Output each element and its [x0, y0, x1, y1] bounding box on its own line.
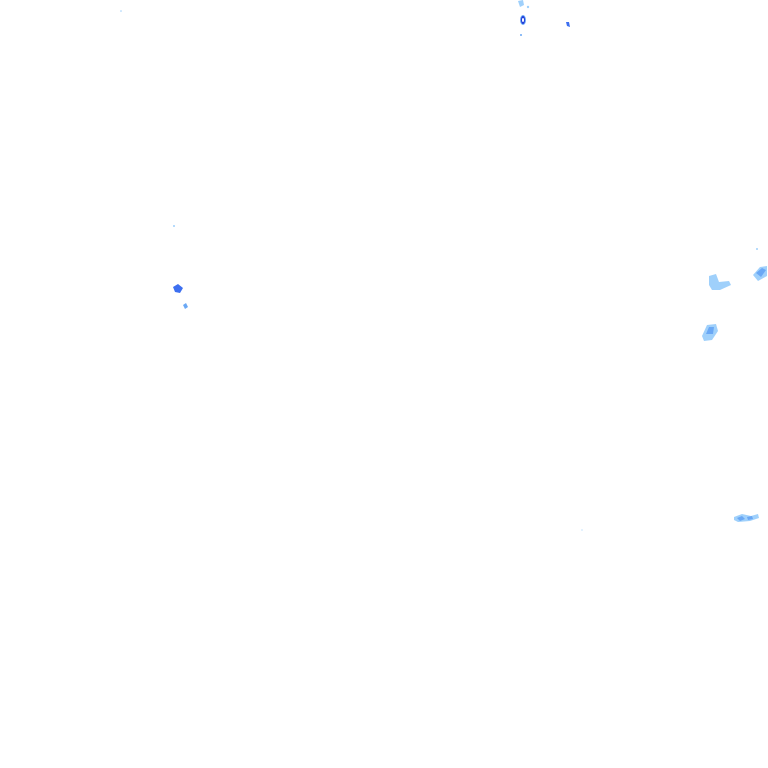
echo-cluster-right	[581, 248, 767, 531]
echo-cell	[522, 18, 524, 22]
echo-cluster-left	[173, 225, 188, 309]
echo-cell	[709, 274, 731, 290]
echo-cell	[756, 268, 766, 277]
echo-cell	[581, 529, 583, 531]
echo-cell	[747, 516, 753, 520]
echo-cell	[183, 303, 188, 309]
echo-cell	[518, 0, 524, 7]
echo-cell	[520, 34, 522, 36]
echo-cell	[756, 248, 758, 250]
echo-cell	[120, 10, 122, 12]
echo-cluster-top	[120, 0, 570, 36]
echo-cell	[706, 327, 714, 334]
echo-cell	[173, 225, 175, 227]
echo-cell	[737, 516, 745, 521]
echo-cell	[566, 22, 570, 27]
echo-cell	[173, 284, 183, 293]
echo-cell	[526, 5, 530, 9]
